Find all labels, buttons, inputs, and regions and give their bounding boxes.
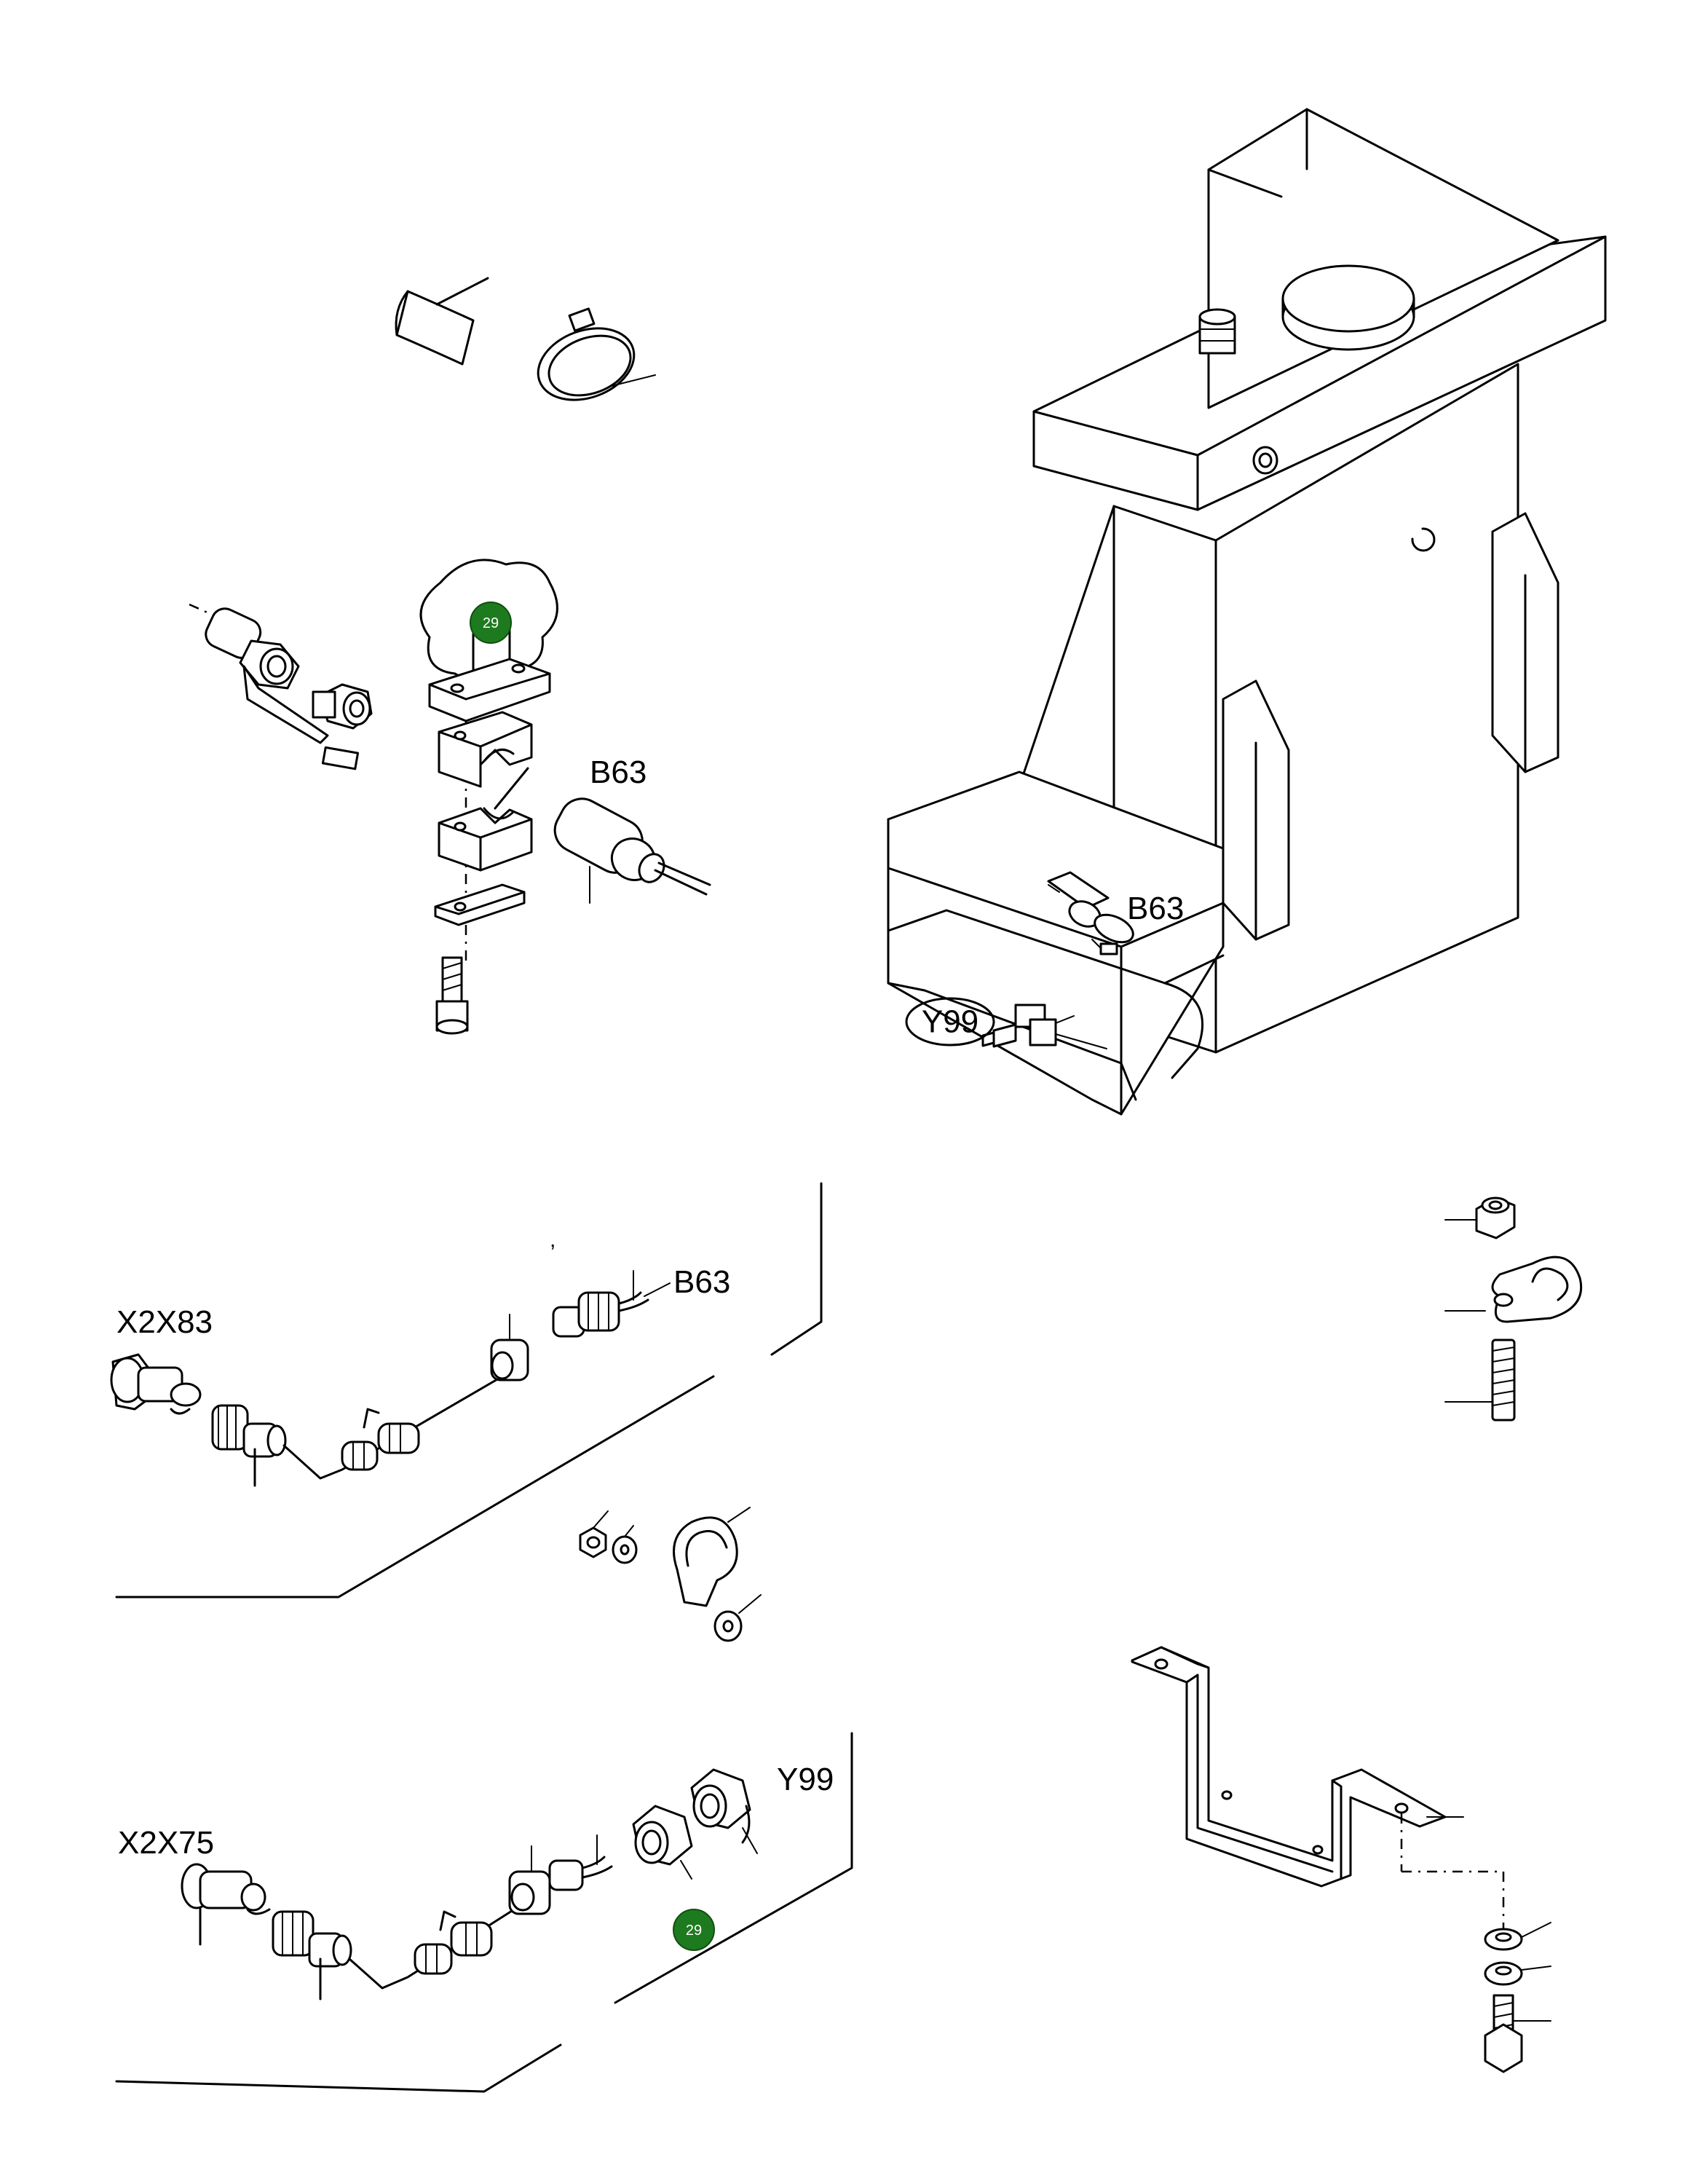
p-clip-hardware	[579, 1507, 762, 1642]
y99-valve-on-machine	[981, 1004, 1107, 1049]
cable-tie	[537, 307, 656, 401]
label-y99-machine: Y99	[922, 1004, 978, 1040]
label-y99-cable: Y99	[777, 1762, 834, 1797]
bracket-assembly	[1131, 1646, 1551, 2073]
valve-fitting	[189, 603, 373, 770]
clip-stud-hardware	[1444, 1197, 1583, 1422]
label-b63-machine: B63	[1127, 891, 1184, 926]
label-x2x75: X2X75	[118, 1825, 214, 1861]
y99-cable-assembly	[115, 1732, 853, 2093]
badge-y99-fitting-number: 29	[686, 1923, 702, 1939]
badge-clamp-knob[interactable]: 29	[470, 602, 512, 644]
y99-callout: Y99	[905, 997, 995, 1046]
label-b63-clamp: B63	[590, 754, 647, 790]
label-b63-cable: B63	[673, 1264, 730, 1300]
machine-body	[887, 108, 1607, 1116]
b63-sensor-on-machine	[1047, 871, 1134, 955]
label-x2x83: X2X83	[116, 1304, 213, 1340]
b63-cable-assembly: ,	[110, 1182, 823, 1598]
cable-tape	[395, 277, 489, 366]
badge-clamp-knob-number: 29	[483, 615, 499, 631]
svg-text:,: ,	[550, 1228, 556, 1252]
sensor-b63-clamp	[553, 797, 711, 904]
badge-y99-fitting[interactable]: 29	[673, 1909, 715, 1951]
